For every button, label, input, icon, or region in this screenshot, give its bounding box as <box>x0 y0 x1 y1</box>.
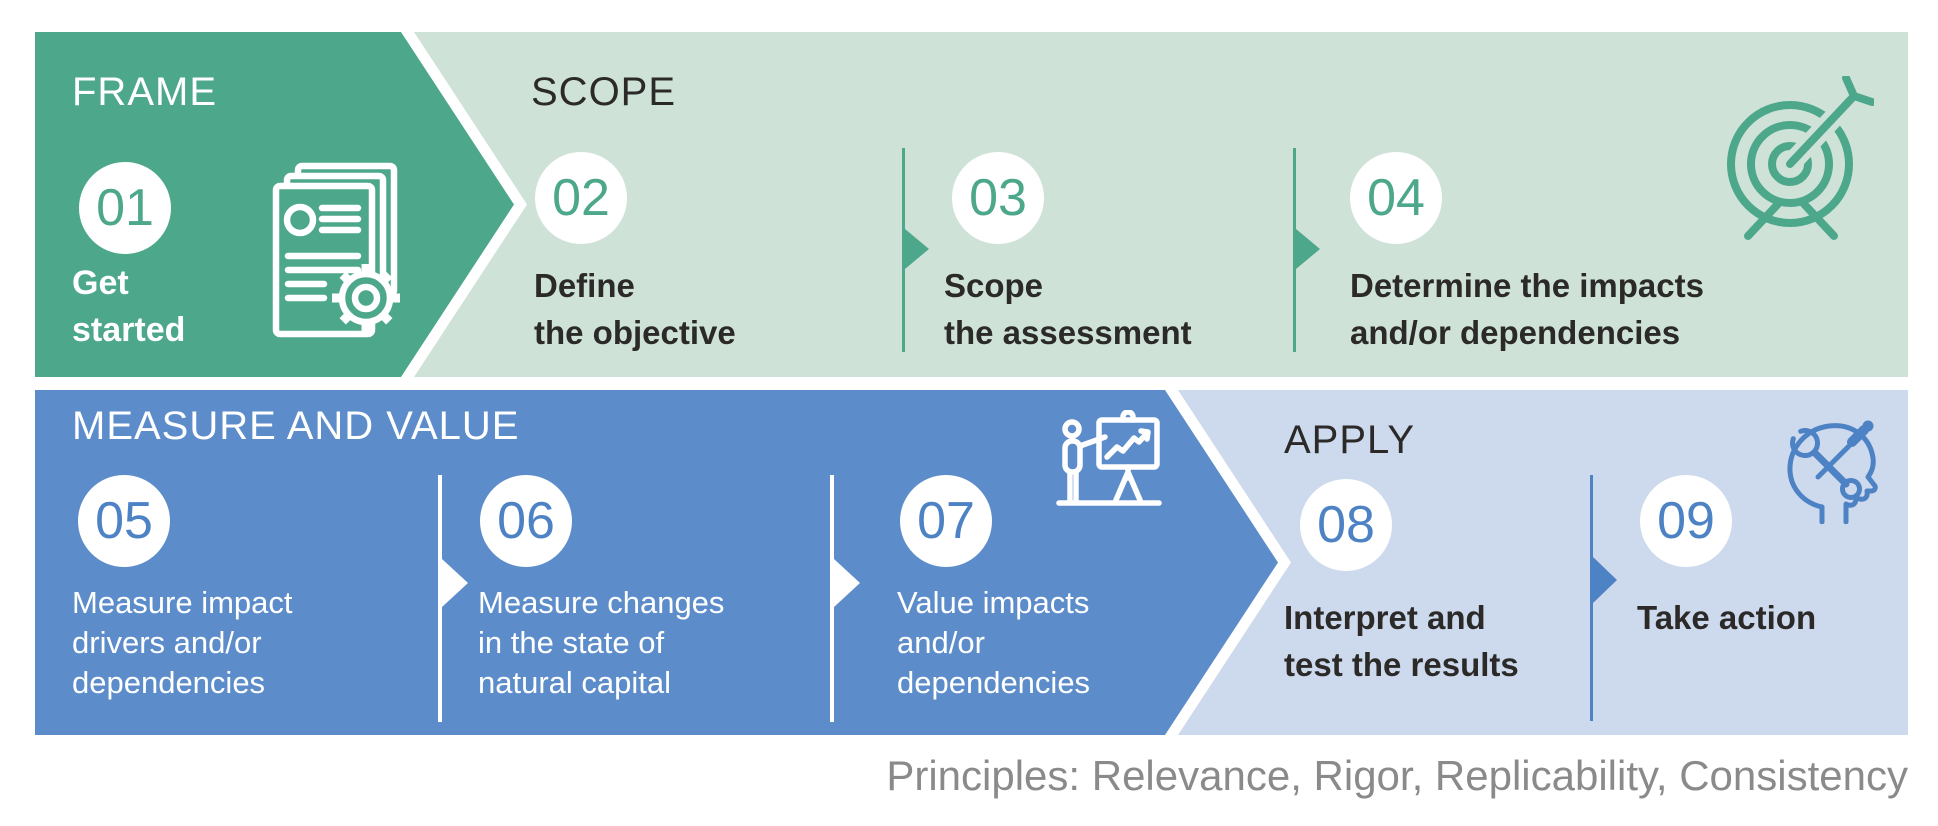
documents-gear-icon <box>272 162 400 338</box>
step-06-badge: 06 <box>480 475 572 567</box>
step-03-badge: 03 <box>952 152 1044 244</box>
target-arrow-icon <box>1727 76 1874 240</box>
measure-divider-1-arrow-icon <box>442 559 468 607</box>
step-06-number: 06 <box>497 492 555 550</box>
apply-divider-1 <box>1590 475 1593 721</box>
scope-divider-2-arrow-icon <box>1296 229 1320 269</box>
step-03-number: 03 <box>969 169 1027 227</box>
step-08-number: 08 <box>1317 496 1375 554</box>
scope-band <box>411 32 1908 377</box>
step-08-badge: 08 <box>1300 479 1392 571</box>
measure-divider-1 <box>438 475 442 722</box>
presentation-chart-icon <box>1056 410 1162 506</box>
step-01-number: 01 <box>96 179 154 237</box>
step-05-number: 05 <box>95 492 153 550</box>
stage-title-apply: APPLY <box>1284 418 1415 462</box>
step-02-badge: 02 <box>535 152 627 244</box>
scope-divider-2 <box>1293 148 1296 352</box>
head-tools-icon <box>1787 420 1878 524</box>
step-01-badge: 01 <box>79 162 171 254</box>
stage-title-measure-and-value: MEASURE AND VALUE <box>72 404 520 448</box>
step-04-number: 04 <box>1367 169 1425 227</box>
step-05-label: Measure impact drivers and/or dependenci… <box>72 585 293 700</box>
measure-chevron-shape <box>35 390 1278 735</box>
step-08-label: Interpret and test the results <box>1284 599 1519 683</box>
step-06-label: Measure changes in the state of natural … <box>478 585 725 700</box>
stage-title-frame: FRAME <box>72 70 217 114</box>
apply-band <box>1176 390 1908 735</box>
step-09-badge: 09 <box>1640 475 1732 567</box>
step-05-badge: 05 <box>78 475 170 567</box>
scope-divider-1 <box>902 148 905 352</box>
measure-divider-2 <box>830 475 834 722</box>
stage-title-scope: SCOPE <box>531 70 677 114</box>
step-09-label: Take action <box>1637 599 1817 636</box>
apply-divider-1-arrow-icon <box>1593 557 1617 603</box>
principles-caption: Principles: Relevance, Rigor, Replicabil… <box>886 752 1908 799</box>
step-02-label: Define the objective <box>534 267 736 351</box>
step-01-label: Get started <box>72 264 186 349</box>
step-09-number: 09 <box>1657 492 1715 550</box>
scope-divider-1-arrow-icon <box>905 229 929 269</box>
step-03-label: Scope the assessment <box>944 267 1192 351</box>
step-02-number: 02 <box>552 169 610 227</box>
step-04-label: Determine the impacts and/or dependencie… <box>1350 267 1704 351</box>
step-07-badge: 07 <box>900 475 992 567</box>
step-04-badge: 04 <box>1350 152 1442 244</box>
step-07-number: 07 <box>917 492 975 550</box>
step-07-label: Value impacts and/or dependencies <box>897 585 1091 700</box>
measure-divider-2-arrow-icon <box>834 559 860 607</box>
